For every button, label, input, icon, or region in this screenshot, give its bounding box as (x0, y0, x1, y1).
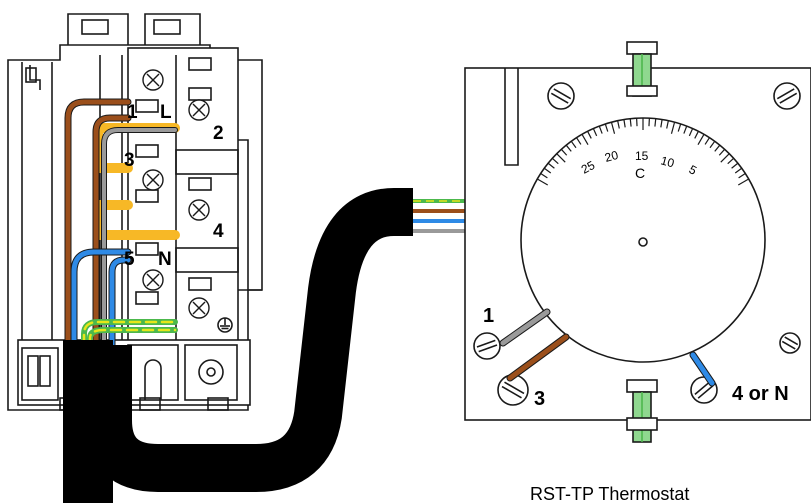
thermostat-terminal-4-or-n-label: 4 or N (732, 383, 789, 405)
dial-tick (720, 153, 730, 163)
dial-tick (697, 134, 705, 146)
dial-tick (537, 178, 549, 186)
dial-tick (688, 128, 694, 137)
blue-wire-inner (109, 257, 131, 348)
dial-scale-ticks (537, 118, 749, 186)
terminal-4-label: 4 (213, 221, 224, 242)
dial-tick (734, 167, 743, 174)
dial-tick (670, 122, 676, 134)
brown-wire-inner (93, 115, 131, 348)
dial-tick (598, 125, 603, 134)
dial-tick (565, 144, 572, 152)
dial-tick (704, 137, 710, 145)
terminal-wires (64, 98, 180, 349)
thermostat-grey-wire (500, 309, 550, 346)
dial-tick (610, 122, 616, 134)
blue-wire-outer (71, 249, 131, 348)
brown-wire (65, 99, 131, 348)
dial-tick (587, 131, 592, 139)
terminal-2-label: 2 (213, 123, 224, 144)
slotted-screw-icon (473, 332, 501, 360)
mount-screw-top (626, 41, 658, 97)
terminal-block (7, 13, 263, 411)
cables (63, 188, 418, 503)
dial-tick (737, 178, 749, 186)
thermostat-blue-wire (690, 352, 715, 386)
slotted-screw-icon (779, 332, 801, 354)
thermostat-cable (84, 188, 418, 492)
dial-tick (604, 123, 609, 132)
dial-tick (623, 119, 626, 128)
dial-tick (543, 167, 552, 174)
thermostat-terminal-1-label: 1 (483, 305, 494, 327)
thermostat-brown-wire (507, 334, 569, 381)
terminal-L-label: L (160, 102, 172, 123)
dial-tick (731, 162, 739, 169)
dial-tick (718, 148, 726, 156)
dial-tick (666, 120, 669, 129)
dial-tick (547, 162, 555, 169)
terminal-5-label: 5 (124, 249, 135, 270)
dial-tick (592, 128, 598, 137)
cable-exit-wires (413, 199, 465, 233)
mount-screw-bottom (626, 379, 658, 443)
dial-tick (617, 120, 620, 129)
dial-tick (683, 125, 688, 134)
dial-number-15: 15 (635, 149, 649, 163)
slotted-screw-icon (547, 82, 575, 110)
dial-tick (654, 118, 657, 127)
terminal-screw-icon (188, 199, 210, 221)
earth-wire-yellow (82, 320, 177, 347)
dial-tick (570, 140, 577, 149)
dial-tick (738, 173, 746, 179)
thermostat-screws (473, 82, 801, 406)
terminal-screw-icon (142, 169, 164, 191)
dial-number-20: 20 (603, 148, 620, 165)
terminal-screw-icon (142, 69, 164, 91)
dial-tick (556, 153, 566, 163)
terminal-labels: 1 L 2 3 4 5 N (124, 102, 224, 270)
dial-tick (576, 137, 582, 145)
dial-unit-label: C (635, 165, 645, 181)
terminal-screws (142, 69, 210, 319)
terminal-screw-icon (188, 99, 210, 121)
terminal-1-label: 1 (127, 102, 138, 123)
terminal-screw-icon (188, 297, 210, 319)
dial-tick (660, 119, 663, 128)
dial-number-25: 25 (579, 158, 598, 177)
terminal-screw-icon (142, 269, 164, 291)
dial-tick (709, 140, 716, 149)
dial-tick (540, 173, 548, 179)
terminal-3-label: 3 (124, 150, 135, 171)
thermostat-terminal-labels: 1 3 4 or N (483, 305, 789, 410)
thermostat-wires (499, 308, 716, 387)
dial-tick (581, 134, 589, 146)
dial-tick (727, 157, 735, 165)
terminal-N-label: N (158, 249, 172, 270)
dial-tick (629, 118, 632, 127)
dial-tick (677, 123, 682, 132)
dial-tick (694, 131, 699, 139)
thermostat-terminal-3-label: 3 (534, 388, 545, 410)
grey-wire (102, 128, 177, 347)
dial-number-10: 10 (659, 153, 676, 170)
dial-tick (714, 144, 721, 152)
thermostat (464, 41, 811, 443)
thermostat-caption: RST-TP Thermostat (530, 484, 689, 503)
dial-tick (551, 157, 559, 165)
slotted-screw-icon (773, 82, 801, 110)
dial-tick (560, 148, 568, 156)
